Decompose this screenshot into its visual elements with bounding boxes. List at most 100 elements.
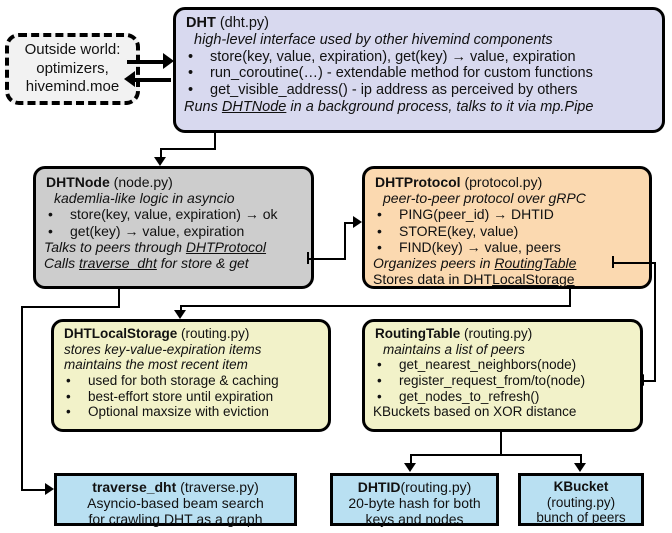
arrow-rt-to-kbucket xyxy=(574,463,586,472)
arrow-rt-to-dhtid xyxy=(404,463,416,472)
dht-bullet-2: get_visible_address() - ip address as pe… xyxy=(182,82,658,99)
edge-proto-ls-v2 xyxy=(180,305,182,313)
dhtnode-footer-1-pre: Talks to peers through xyxy=(44,238,186,255)
dht-footer: Runs DHTNode in a background process, ta… xyxy=(182,99,658,116)
edge-node-trav-h2 xyxy=(21,489,47,491)
routingtable-bullet-1-text: register_request_from/to(node) xyxy=(399,372,586,388)
node-routingtable: RoutingTable (routing.py) maintains a li… xyxy=(362,319,643,432)
kbucket-file: (routing.py) xyxy=(546,494,616,510)
edge-proto-ls-v1 xyxy=(569,289,571,306)
arrow-node-to-proto xyxy=(353,216,362,228)
dhtprotocol-bullet-0: PING(peer_id) → DHTID xyxy=(371,206,645,222)
dhtid-header: DHTID(routing.py) xyxy=(333,479,496,495)
dhtnode-footer-2-post: for store & get xyxy=(156,255,249,272)
outside-world-line2: optimizers, xyxy=(36,59,109,77)
dht-title: DHT xyxy=(186,15,216,31)
dhtnode-link-traverse-dht[interactable]: traverse_dht xyxy=(79,255,157,272)
dhtnode-link-dhtprotocol[interactable]: DHTProtocol xyxy=(185,238,267,255)
dhtid-line-2: keys and nodes xyxy=(365,511,464,528)
dhtprotocol-bullet-0-text: PING(peer_id) → DHTID xyxy=(399,206,554,223)
routingtable-footer: KBuckets based on XOR distance xyxy=(373,404,577,420)
dhtprotocol-footer-2-pre: Stores data in DHT xyxy=(373,271,493,288)
localstorage-subtitle-1: stores key-value-expiration items xyxy=(64,341,262,357)
edge-node-trav-v2 xyxy=(21,306,23,490)
edge-node-proto-h1 xyxy=(307,258,346,260)
dhtid-title: DHTID xyxy=(357,479,401,495)
localstorage-header: DHTLocalStorage (routing.py) xyxy=(60,326,324,342)
localstorage-file: (routing.py) xyxy=(181,326,250,341)
dhtprotocol-bullet-2: FIND(key) → value, peers xyxy=(371,239,645,255)
dhtprotocol-footer-2: Stores data in DHTLocalStorage xyxy=(371,271,645,287)
edge-node-proto-h2 xyxy=(344,222,356,224)
localstorage-bullet-0: used for both storage & caching xyxy=(60,373,324,389)
routingtable-bullet-0: get_nearest_neighbors(node) xyxy=(371,357,636,373)
localstorage-bullet-1: best-effort store until expiration xyxy=(60,389,324,405)
dhtnode-footer-2-pre: Calls xyxy=(44,255,80,272)
edge-proto-rt-h2 xyxy=(644,380,656,382)
dhtprotocol-title: DHTProtocol xyxy=(375,174,461,190)
dht-footer-pre: Runs xyxy=(184,99,222,116)
dhtnode-footer-2: Calls traverse_dht for store & get xyxy=(42,255,307,271)
dhtprotocol-bullet-1-text: STORE(key, value) xyxy=(399,222,519,239)
node-dht: DHT (dht.py) high-level interface used b… xyxy=(173,7,665,133)
traverse-header: traverse_dht (traverse.py) xyxy=(57,479,294,495)
dhtprotocol-footer-1: Organizes peers in RoutingTable xyxy=(371,255,645,271)
dhtnode-bullet-1-text: get(key) → value, expiration xyxy=(70,222,245,239)
localstorage-bullet-0-text: used for both storage & caching xyxy=(88,372,279,388)
dhtprotocol-header: DHTProtocol (protocol.py) xyxy=(371,174,645,190)
dht-subtitle: high-level interface used by other hivem… xyxy=(194,31,553,48)
traverse-line-1: Asyncio-based beam search xyxy=(87,495,264,512)
node-dhtlocalstorage: DHTLocalStorage (routing.py) stores key-… xyxy=(51,319,331,432)
kbucket-line-1: bunch of peers xyxy=(536,510,626,526)
dht-footer-post: in a background process, talks to it via… xyxy=(286,99,594,116)
dhtprotocol-file: (protocol.py) xyxy=(464,174,543,190)
outside-world-line1: Outside world: xyxy=(24,40,121,58)
localstorage-title: DHTLocalStorage xyxy=(64,326,178,341)
dhtnode-title: DHTNode xyxy=(46,174,110,190)
localstorage-bullet-2: Optional maxsize with eviction xyxy=(60,404,324,420)
edge-proto-ls-h xyxy=(180,305,571,307)
localstorage-subtitle-2: maintains the most recent item xyxy=(64,357,248,373)
dht-footer-link-dhtnode[interactable]: DHTNode xyxy=(221,99,287,116)
edge-node-trav-h1 xyxy=(21,306,120,308)
traverse-file: (traverse.py) xyxy=(180,479,259,495)
dhtnode-bullet-0-text: store(key, value, expiration) → ok xyxy=(70,206,278,223)
node-outside-world: Outside world: optimizers, hivemind.moe xyxy=(5,33,140,105)
dht-header: DHT (dht.py) xyxy=(182,15,658,32)
dhtprotocol-link-routingtable[interactable]: RoutingTable xyxy=(494,255,577,272)
dht-bullet-2-text: get_visible_address() - ip address as pe… xyxy=(210,82,578,99)
dhtid-file: (routing.py) xyxy=(400,479,472,495)
arrow-dht-to-node xyxy=(154,157,166,166)
edge-node-proto-v xyxy=(344,222,346,260)
dhtprotocol-footer-1-pre: Organizes peers in xyxy=(373,255,495,272)
routingtable-bullet-2: get_nodes_to_refresh() xyxy=(371,389,636,405)
dhtnode-subtitle: kademlia-like logic in asyncio xyxy=(54,190,235,207)
arrow-node-to-traverse xyxy=(45,483,54,495)
dht-bullet-0-text: store(key, value, expiration), get(key) … xyxy=(210,48,576,65)
edge-dht-to-outside xyxy=(133,78,171,82)
dht-bullet-0: store(key, value, expiration), get(key) … xyxy=(182,49,658,66)
dht-bullet-1-text: run_coroutine(…) - extendable method for… xyxy=(210,65,593,82)
dhtid-line-1: 20-byte hash for both xyxy=(348,495,481,512)
node-traverse-dht: traverse_dht (traverse.py) Asyncio-based… xyxy=(54,473,297,527)
dhtnode-bullet-1: get(key) → value, expiration xyxy=(42,223,307,239)
edge-dht-to-node-h xyxy=(160,148,216,150)
dhtprotocol-link-localstorage[interactable]: LocalStorage xyxy=(492,271,575,288)
edge-rt-to-kbucket-v xyxy=(580,454,582,465)
dht-file: (dht.py) xyxy=(219,15,270,31)
edge-rt-split-h xyxy=(410,454,582,456)
node-dhtnode: DHTNode (node.py) kademlia-like logic in… xyxy=(33,166,314,289)
arrow-proto-to-localstorage xyxy=(174,310,186,319)
outside-world-line3: hivemind.moe xyxy=(25,78,120,96)
dhtnode-bullet-0: store(key, value, expiration) → ok xyxy=(42,206,307,222)
localstorage-bullet-2-text: Optional maxsize with eviction xyxy=(88,404,269,420)
edge-proto-rt-v xyxy=(654,262,656,381)
edge-node-trav-v1 xyxy=(118,289,120,307)
routingtable-bullet-1: register_request_from/to(node) xyxy=(371,373,636,389)
routingtable-bullet-2-text: get_nodes_to_refresh() xyxy=(399,388,540,404)
routingtable-header: RoutingTable (routing.py) xyxy=(371,326,636,342)
routingtable-subtitle: maintains a list of peers xyxy=(383,341,525,357)
dhtprotocol-bullet-2-text: FIND(key) → value, peers xyxy=(399,238,561,255)
node-dhtid: DHTID(routing.py) 20-byte hash for both … xyxy=(330,473,499,528)
dhtprotocol-subtitle: peer-to-peer protocol over gRPC xyxy=(383,190,586,207)
